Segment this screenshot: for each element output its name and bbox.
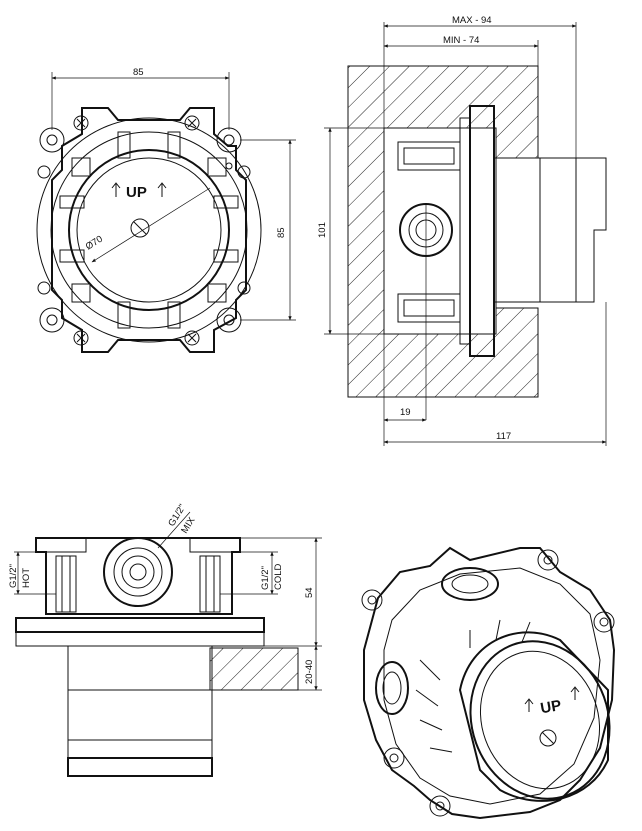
side-cover-sleeve — [494, 157, 577, 303]
side-height-label: 101 — [317, 222, 328, 238]
hot-size-label: G1/2" — [8, 564, 19, 588]
front-center-hole — [130, 218, 150, 238]
lower-wall-dimension: 20-40 — [298, 645, 322, 691]
front-flange — [36, 107, 262, 353]
side-offset-label: 19 — [400, 407, 411, 418]
side-offset-dimension: 19 — [383, 334, 427, 446]
iso-side-inlet — [375, 661, 409, 715]
side-total-label: 117 — [496, 431, 511, 442]
iso-ribs — [415, 619, 531, 753]
iso-view: UP — [361, 546, 616, 820]
cold-inlet — [199, 555, 221, 613]
iso-up-label: UP — [539, 697, 562, 717]
side-max-label: MAX - 94 — [452, 15, 492, 26]
hot-inlet — [55, 555, 77, 613]
iso-flange — [363, 546, 616, 820]
hot-dimension: G1/2" HOT — [8, 551, 56, 595]
side-total-dimension: 117 — [383, 302, 607, 446]
front-up-label: UP — [126, 184, 147, 201]
front-height-label: 85 — [276, 227, 287, 238]
iso-center-hole — [539, 729, 557, 747]
front-center-slot — [133, 221, 147, 235]
cold-label: COLD — [273, 563, 284, 590]
cold-dimension: G1/2" COLD — [220, 551, 284, 595]
iso-top-outlet — [441, 567, 499, 601]
side-min-dimension: MIN - 74 — [383, 35, 539, 66]
side-max-dimension: MAX - 94 — [383, 15, 577, 158]
diameter-line — [91, 187, 211, 263]
iso-cover-cylinder — [458, 631, 609, 802]
front-width-dimension: 85 — [51, 67, 230, 130]
lower-wall-label: 20-40 — [304, 660, 315, 684]
diameter-label: Ø70 — [84, 234, 105, 253]
cold-size-label: G1/2" — [260, 566, 271, 590]
side-section-view: MAX - 94 MIN - 74 101 19 117 — [317, 15, 607, 446]
hot-label: HOT — [21, 568, 32, 588]
front-height-dimension: 85 — [240, 139, 296, 321]
lower-view: G1/2" MIX G1/2" HOT G1/2" COLD 54 — [8, 502, 322, 777]
front-up-marker: UP — [111, 182, 167, 201]
lower-cover-sleeve — [67, 645, 213, 759]
lower-flange-plate — [15, 617, 265, 633]
front-view: UP Ø70 85 85 — [36, 67, 296, 353]
mix-outlet — [103, 537, 173, 607]
front-screws — [37, 115, 251, 346]
side-height-dimension: 101 — [317, 127, 398, 335]
lower-body — [35, 537, 241, 615]
side-inlets — [397, 141, 461, 323]
lower-height-label: 54 — [304, 587, 315, 598]
lower-wall-section — [209, 647, 299, 691]
iso-cover-face — [469, 640, 611, 800]
front-width-label: 85 — [133, 67, 144, 78]
front-ribs — [59, 131, 239, 329]
iso-mounting-ears — [361, 549, 615, 817]
lower-height-dimension: 54 — [240, 537, 322, 647]
side-min-label: MIN - 74 — [443, 35, 479, 46]
iso-up-marker: UP — [524, 686, 580, 717]
